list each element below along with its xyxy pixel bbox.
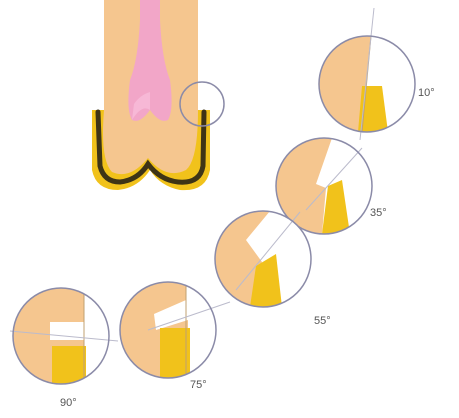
angle-label-10: 10° (418, 87, 435, 99)
angle-label-35: 35° (370, 207, 387, 219)
angle-label-90: 90° (60, 397, 77, 409)
detail-circle-55 (215, 211, 311, 307)
detail-circle-10 (319, 8, 415, 140)
gold-filling-90 (52, 346, 86, 384)
angle-label-55: 55° (314, 315, 331, 327)
detail-circle-75 (120, 282, 230, 378)
angle-label-75: 75° (190, 379, 207, 391)
tooth-cross-section (92, 0, 224, 190)
detail-circle-90 (10, 288, 118, 384)
